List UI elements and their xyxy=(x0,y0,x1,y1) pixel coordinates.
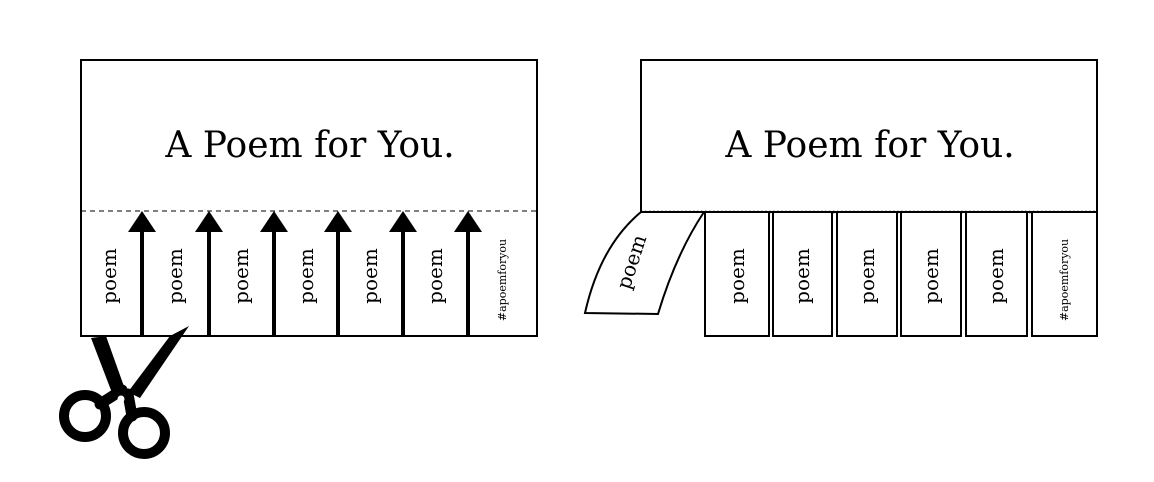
remaining-strip-4 xyxy=(900,211,962,337)
cut-strip-label-5: poem xyxy=(358,248,382,304)
torn-strip-label-1: poem xyxy=(725,248,749,304)
torn-panel: A Poem for You. poem poem poem poem poem… xyxy=(583,59,1098,337)
cut-strip-label-6: poem xyxy=(423,248,447,304)
torn-off-strip xyxy=(583,211,706,316)
cut-strip-label-3: poem xyxy=(229,248,253,304)
scissors-icon xyxy=(59,326,189,459)
cut-arrow-1 xyxy=(128,211,156,336)
cut-arrow-6 xyxy=(454,211,482,336)
torn-flyer-title: A Poem for You. xyxy=(724,125,1014,166)
cut-strip-label-4: poem xyxy=(294,248,318,304)
cut-flyer-title: A Poem for You. xyxy=(164,125,454,166)
torn-strip-label-4: poem xyxy=(919,248,943,304)
cut-hashtag-label: #apoemforyou xyxy=(496,239,509,321)
cut-arrow-4 xyxy=(324,211,352,336)
torn-strip-label-3: poem xyxy=(855,248,879,304)
cut-arrow-3 xyxy=(260,211,288,336)
remaining-strip-2 xyxy=(772,211,833,337)
cut-flyer-sheet xyxy=(80,59,538,337)
torn-strip-label-2: poem xyxy=(790,248,814,304)
cut-arrow-2 xyxy=(195,211,223,336)
cut-strip-label-2: poem xyxy=(163,248,187,304)
torn-flyer-sheet xyxy=(640,59,1098,213)
cut-arrow-5 xyxy=(389,211,417,336)
torn-hashtag-label: #apoemforyou xyxy=(1058,239,1071,321)
torn-strip-label-5: poem xyxy=(984,248,1008,304)
remaining-strip-1 xyxy=(704,211,770,337)
remaining-strip-5 xyxy=(965,211,1028,337)
remaining-strip-3 xyxy=(836,211,898,337)
cut-panel: A Poem for You. poem poem poem xyxy=(59,59,538,459)
cut-strip-label-1: poem xyxy=(97,248,121,304)
remaining-strip-hashtag xyxy=(1031,211,1098,337)
